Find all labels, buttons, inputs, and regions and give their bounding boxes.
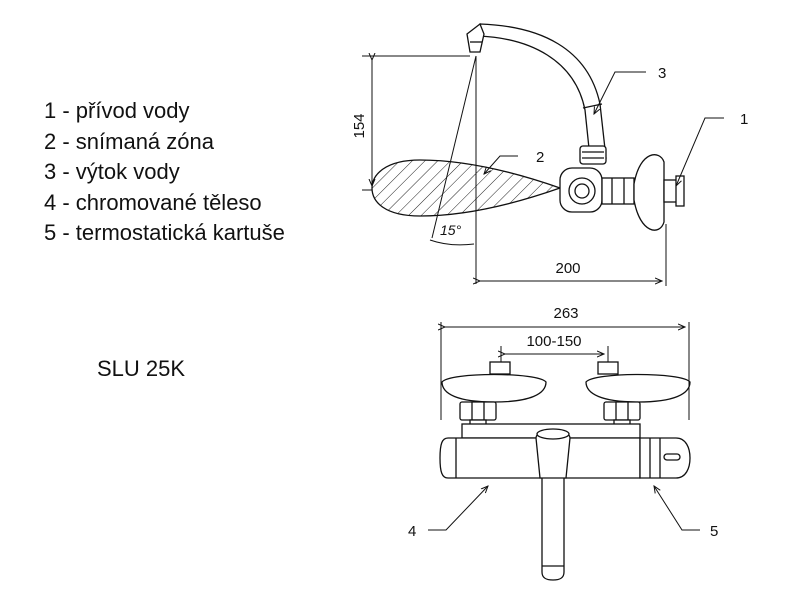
callout-4: 4 [408, 523, 416, 540]
legend: 1 - přívod vody 2 - snímaná zóna 3 - výt… [44, 96, 285, 249]
wall-rosette [633, 154, 665, 231]
spout [477, 23, 607, 159]
dim-height: 154 [351, 113, 368, 138]
model-name: SLU 25K [97, 356, 186, 381]
rosette-left [441, 373, 547, 403]
spout-collar [579, 145, 607, 165]
side-view [371, 22, 685, 284]
dim-spacing: 100-150 [526, 333, 581, 350]
spout-tip [466, 22, 485, 53]
front-view [439, 361, 691, 581]
sensing-zone [371, 159, 562, 217]
callout-3: 3 [658, 65, 666, 82]
sensor-ring [568, 177, 596, 205]
legend-item-2: 2 - snímaná zóna [44, 128, 214, 154]
side-callouts [484, 71, 724, 186]
legend-item-3: 3 - výtok vody [44, 159, 180, 184]
callout-5: 5 [710, 523, 718, 540]
front-callouts [428, 486, 700, 531]
legend-item-5: 5 - termostatická kartuše [44, 220, 285, 245]
legend-item-1: 1 - přívod vody [44, 98, 190, 123]
dim-depth: 200 [555, 260, 580, 277]
dim-angle: 15° [440, 222, 462, 238]
front-dimensions [441, 322, 690, 420]
legend-item-4: 4 - chromované těleso [44, 189, 262, 215]
callout-2: 2 [536, 149, 544, 166]
callout-1: 1 [740, 111, 748, 128]
rosette-right [585, 373, 691, 403]
dim-width: 263 [553, 305, 578, 322]
outlet-column [541, 478, 565, 581]
side-dimensions [362, 56, 667, 286]
